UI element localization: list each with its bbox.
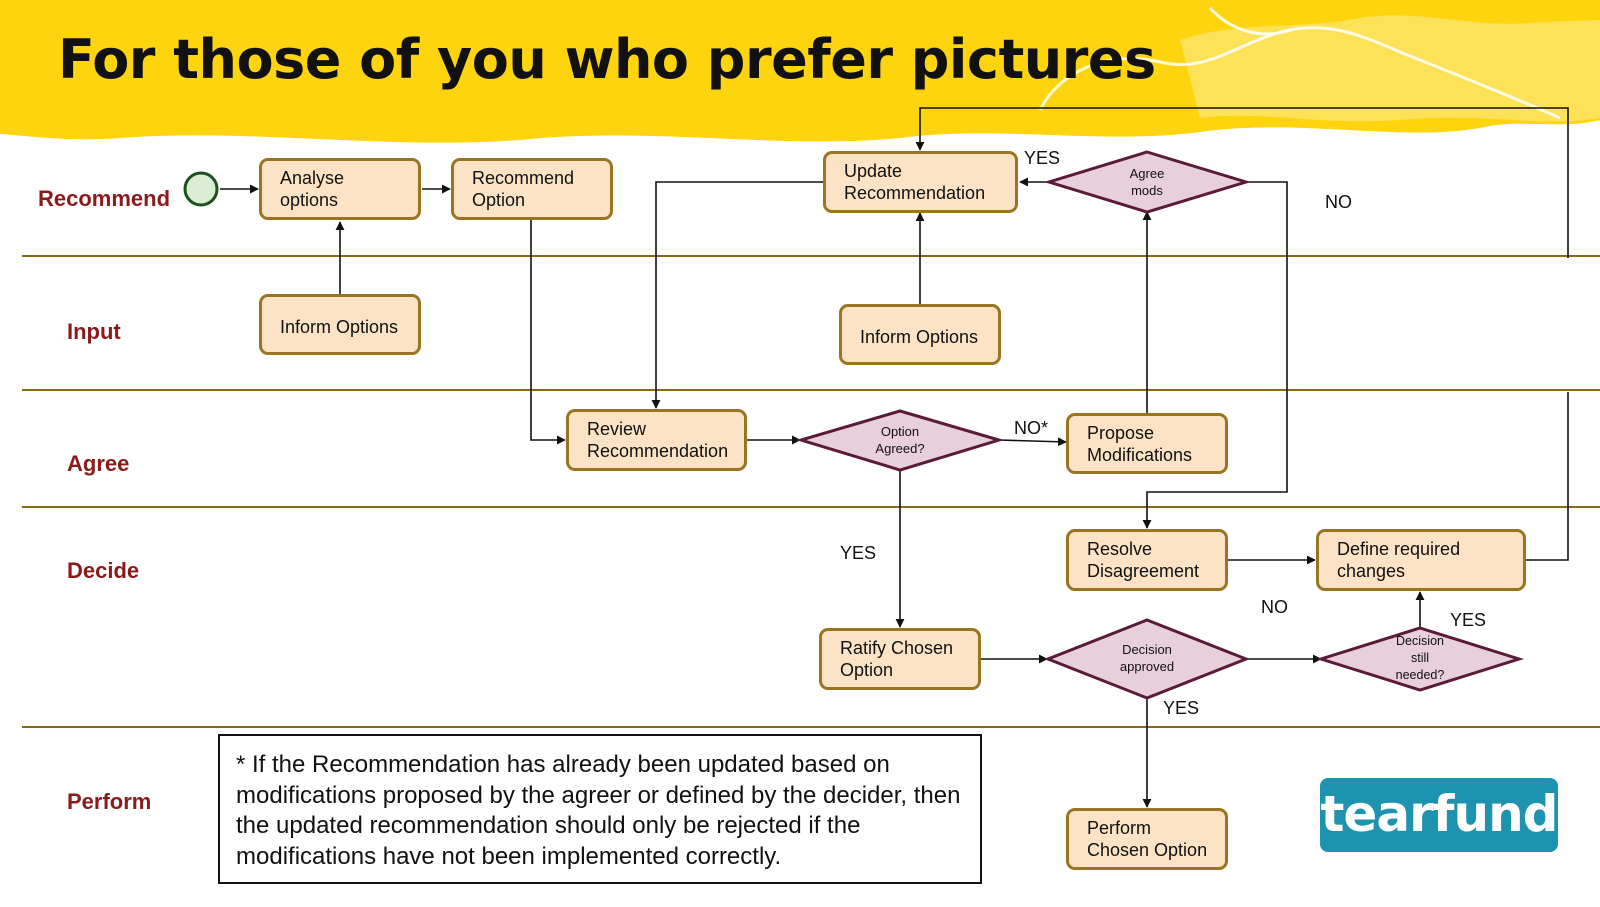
lane-label-decide: Decide [67,558,140,583]
title-banner [0,0,1600,143]
node-resolve-disagreement: Resolve Disagreement [1066,529,1228,591]
decision-option-agreed-text: Option Agreed? [875,424,925,456]
node-update-recommendation: Update Recommendation [823,151,1018,213]
decision-agree-mods [1043,150,1252,214]
decision-approved-text: Decision approved [1119,642,1175,674]
decision-still-needed-text: Decision still needed? [1395,634,1445,682]
lane-label-perform: Perform [67,789,152,814]
decision-approved [1043,618,1251,700]
tearfund-logo: tearfund [1320,778,1558,852]
edge-label-yes-needed: YES [1450,610,1487,630]
footnote-box: * If the Recommendation has already been… [218,734,982,884]
lane-divider [22,726,1600,728]
edge-label-no-approved: NO [1261,597,1288,617]
edge-label-yes-update: YES [1024,148,1061,168]
lane-label-recommend: Recommend [38,186,171,211]
edge-label-no-agree-mods: NO [1325,192,1352,212]
page-title: For those of you who prefer pictures [58,28,1156,91]
decision-agree-mods-text: Agree mods [1129,166,1165,198]
node-propose-modifications: Propose Modifications [1066,413,1228,474]
decision-option-agreed [795,409,1005,472]
edge-label-no-star: NO* [1014,418,1049,438]
lane-divider [22,255,1600,257]
decision-still-needed [1315,626,1525,692]
node-inform-options-2: Inform Options [839,304,1001,365]
lane-label-agree: Agree [67,451,130,476]
start-event [183,171,219,207]
node-define-required-changes: Define required changes [1316,529,1526,591]
edge-label-yes-perform: YES [1163,698,1200,718]
edge-label-yes-ratify: YES [840,543,877,563]
lane-label-input: Input [67,319,121,344]
node-inform-options-1: Inform Options [259,294,421,355]
node-perform-chosen-option: Perform Chosen Option [1066,808,1228,870]
lane-divider [22,506,1600,508]
node-analyse-options: Analyse options [259,158,421,220]
lane-divider [22,389,1600,391]
node-review-recommendation: Review Recommendation [566,409,747,471]
node-recommend-option: Recommend Option [451,158,613,220]
node-ratify-chosen-option: Ratify Chosen Option [819,628,981,690]
